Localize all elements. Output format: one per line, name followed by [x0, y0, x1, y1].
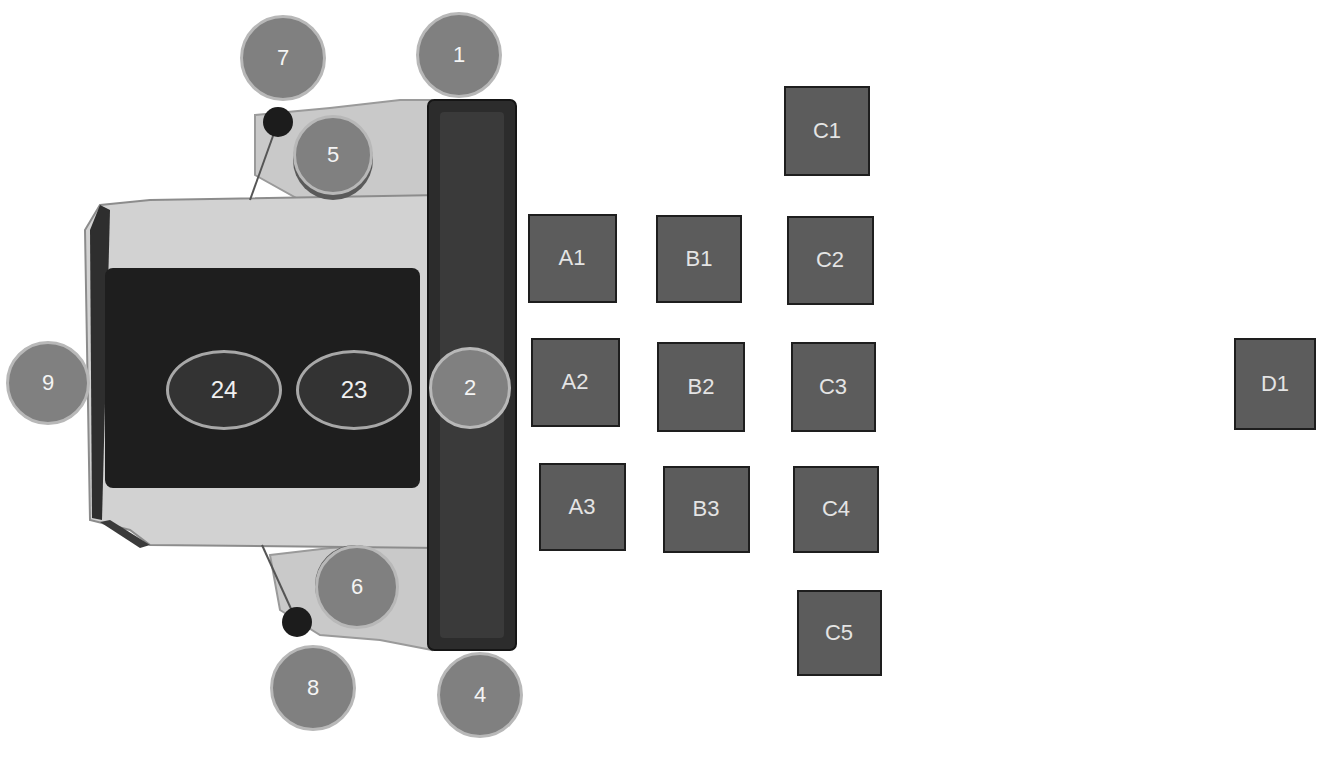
node-label: 5: [327, 142, 339, 168]
node-label: 23: [341, 376, 368, 404]
housing-edge: [100, 520, 150, 548]
grid-box: D1: [1234, 338, 1316, 430]
grid-box: A2: [531, 338, 620, 427]
callout-oval: 23: [296, 350, 412, 430]
node-label: A3: [569, 494, 596, 520]
node-label: 4: [474, 682, 486, 708]
grid-box: C2: [787, 216, 874, 305]
node-label: 1: [453, 42, 465, 68]
grid-box: A1: [528, 214, 617, 303]
callout-number: 6: [315, 545, 399, 629]
node-label: A1: [559, 245, 586, 271]
node-label: B1: [686, 246, 713, 272]
node-label: A2: [562, 369, 589, 395]
grid-box: B2: [657, 342, 745, 432]
front-bar: [428, 100, 516, 650]
grid-box: A3: [539, 463, 626, 551]
callout-number: 7: [240, 15, 326, 101]
housing: [85, 195, 440, 548]
callout-number: 8: [270, 645, 356, 731]
callout-number: 5: [293, 115, 373, 195]
grid-box: C1: [784, 86, 870, 176]
grid-box: C4: [793, 466, 879, 553]
node-label: C5: [825, 620, 853, 646]
node-label: 8: [307, 675, 319, 701]
callout-oval: 24: [166, 350, 282, 430]
node-label: C2: [816, 247, 844, 273]
front-panel: [105, 268, 420, 488]
node-label: B3: [693, 496, 720, 522]
callout-number: 2: [429, 347, 511, 429]
node-label: 2: [464, 375, 476, 401]
pin: [263, 107, 293, 137]
callout-number: 9: [6, 341, 90, 425]
node-label: C4: [822, 496, 850, 522]
node-label: 7: [277, 45, 289, 71]
lower-wing: [270, 545, 432, 650]
node-label: B2: [688, 374, 715, 400]
node-label: D1: [1261, 371, 1289, 397]
callout-number: 1: [416, 12, 502, 98]
node-label: 24: [211, 376, 238, 404]
grid-box: B3: [663, 466, 750, 553]
node-label: C1: [813, 118, 841, 144]
node-label: 9: [42, 370, 54, 396]
callout-number: 4: [437, 652, 523, 738]
grid-box: C5: [797, 590, 882, 676]
pin: [282, 607, 312, 637]
grid-box: B1: [656, 215, 742, 303]
grid-box: C3: [791, 342, 876, 432]
node-label: C3: [819, 374, 847, 400]
node-label: 6: [351, 574, 363, 600]
